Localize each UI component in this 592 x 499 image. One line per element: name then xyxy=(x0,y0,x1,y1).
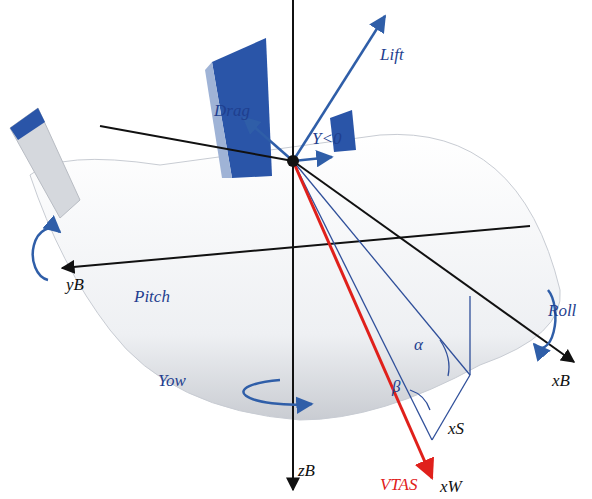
speed-label: VTAS xyxy=(380,476,417,493)
center-of-gravity xyxy=(287,155,299,167)
airspeed-vector xyxy=(293,161,432,478)
axis-label: xB xyxy=(552,372,570,389)
x-axis xyxy=(100,126,293,161)
axis-label: yB xyxy=(66,276,84,293)
force-label: Drag xyxy=(214,102,250,119)
rotation-label: Roll xyxy=(548,302,576,319)
angle-label: α xyxy=(414,336,423,353)
tail-fin xyxy=(10,108,80,218)
axis-label: zB xyxy=(298,462,315,479)
drag-arrow xyxy=(244,118,293,161)
fuselage xyxy=(30,134,560,420)
force-label: Y<0 xyxy=(312,130,341,147)
lift-arrow xyxy=(293,16,385,161)
yaw-rotation xyxy=(243,380,312,405)
rotation-label: Pitch xyxy=(134,288,170,305)
tail-fin xyxy=(10,108,45,140)
pitch-rotation xyxy=(33,228,60,280)
y-axis xyxy=(62,226,530,268)
axis-label: xW xyxy=(440,478,462,495)
angle-label: β xyxy=(392,378,400,395)
rotation-label: Yow xyxy=(158,372,186,389)
z-axis xyxy=(292,0,294,490)
vertical-fin xyxy=(205,62,232,178)
force-label: Lift xyxy=(380,46,404,63)
axis-label: xS xyxy=(448,420,464,437)
projection-lines xyxy=(293,161,470,440)
